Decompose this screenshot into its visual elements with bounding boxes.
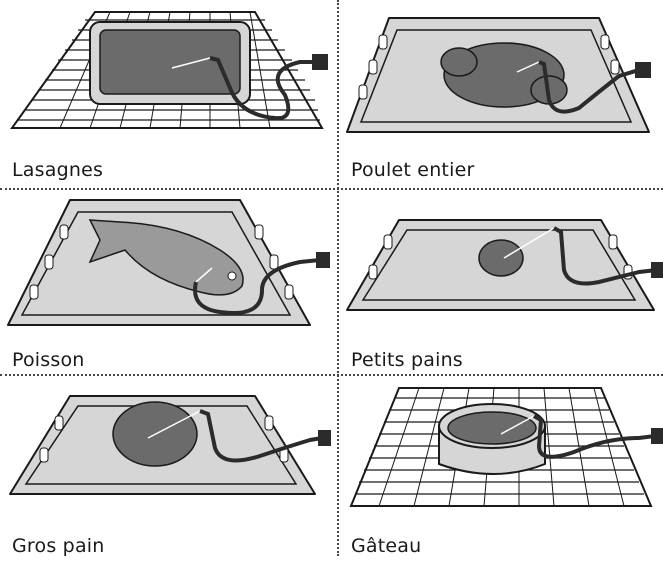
panel-poisson: Poisson bbox=[0, 190, 331, 375]
panel-caption: Gros pain bbox=[12, 535, 105, 557]
panel-caption: Poulet entier bbox=[351, 159, 474, 181]
panel-lasagnes: Lasagnes bbox=[0, 0, 331, 185]
panel-gateau: Gâteau bbox=[339, 376, 663, 561]
panel-petits-pains: Petits pains bbox=[339, 190, 663, 375]
cake-on-rack-illustration bbox=[339, 376, 663, 521]
roll-on-tray-illustration bbox=[339, 190, 663, 330]
panel-poulet-entier: Poulet entier bbox=[339, 0, 663, 185]
chicken-on-tray-illustration bbox=[339, 0, 663, 150]
panel-caption: Gâteau bbox=[351, 535, 421, 557]
panel-caption: Petits pains bbox=[351, 349, 463, 371]
panel-caption: Lasagnes bbox=[12, 159, 103, 181]
bread-on-tray-illustration bbox=[0, 376, 331, 516]
panel-gros-pain: Gros pain bbox=[0, 376, 331, 561]
panel-caption: Poisson bbox=[12, 349, 85, 371]
fish-on-tray-illustration bbox=[0, 190, 331, 335]
lasagne-on-rack-illustration bbox=[0, 0, 331, 150]
